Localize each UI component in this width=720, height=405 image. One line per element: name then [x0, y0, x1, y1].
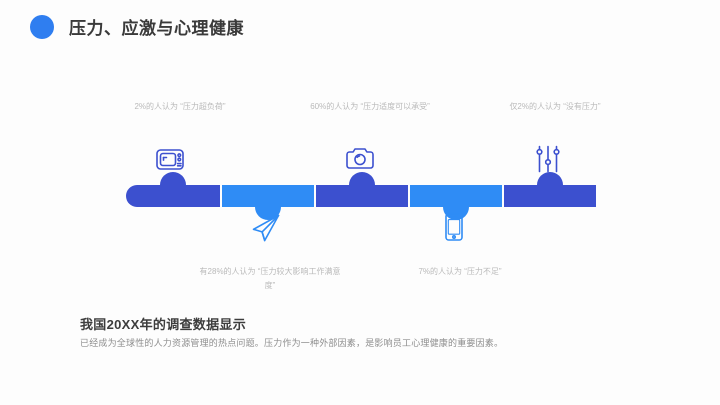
page-title: 压力、应激与心理健康	[30, 14, 244, 39]
caption-top-1: 2%的人认为 “压力超负荷”	[134, 102, 226, 111]
paper-plane-icon	[249, 210, 283, 244]
bar-segment-2	[222, 185, 314, 220]
bar-segment-1	[126, 172, 220, 207]
bar-segment-5-body	[504, 185, 596, 207]
page-title-text: 压力、应激与心理健康	[69, 19, 244, 38]
footer-body: 已经成为全球性的人力资源管理的热点问题。压力作为一种外部因素，是影响员工心理健康…	[80, 337, 504, 348]
footer-heading: 我国20XX年的调查数据显示	[80, 317, 247, 332]
smartphone-icon	[437, 210, 471, 244]
footer-block: 我国20XX年的调查数据显示 已经成为全球性的人力资源管理的热点问题。压力作为一…	[80, 316, 620, 351]
caption-bottom-1: 有28%的人认为 “压力较大影响工作满意度”	[199, 267, 341, 290]
caption-bottom-2: 7%的人认为 “压力不足”	[418, 267, 502, 276]
equalizer-sliders-icon	[531, 142, 565, 176]
bar-segment-4	[410, 185, 502, 220]
bar-segment-2-bump	[255, 207, 281, 220]
tv-monitor-icon	[153, 142, 187, 176]
bar-segment-3	[316, 172, 408, 207]
bar-segment-2-body	[222, 185, 314, 207]
bar-segment-5-bump	[537, 172, 563, 185]
caption-top-2: 60%的人认为 “压力适度可以承受”	[310, 102, 430, 111]
caption-top-3: 仅2%的人认为 “没有压力”	[509, 102, 601, 111]
bar-segment-5	[504, 172, 596, 207]
bullet-circle-icon	[30, 14, 54, 39]
bar-segment-1-body	[126, 185, 220, 207]
camera-icon	[343, 142, 377, 176]
bar-segment-4-body	[410, 185, 502, 207]
bar-segment-3-body	[316, 185, 408, 207]
bar-segment-1-bump	[160, 172, 186, 185]
bar-segment-3-bump	[349, 172, 375, 185]
